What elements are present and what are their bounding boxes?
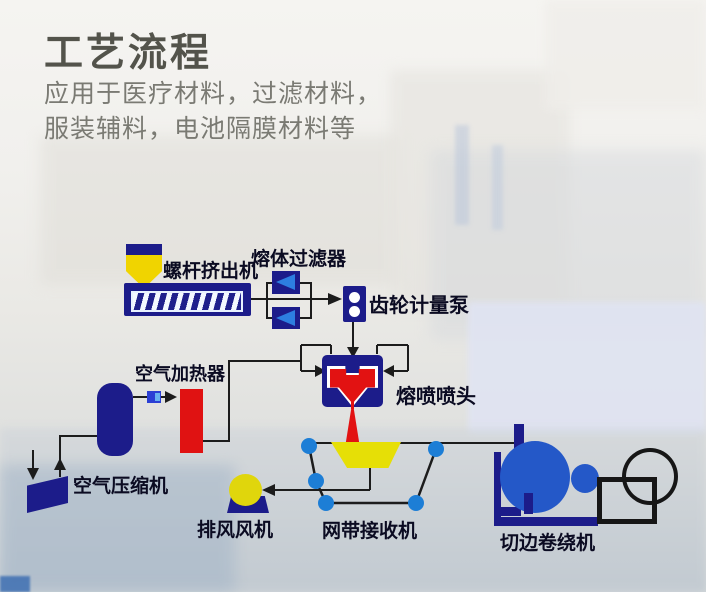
label-melt-filter: 熔体过滤器 (251, 249, 347, 270)
belt-roller (318, 495, 334, 511)
arrow-into-nozzle-left (315, 365, 326, 377)
arrow-up-to-tank (54, 458, 66, 470)
arrow-into-fan (262, 484, 275, 496)
label-spinneret: 熔喷喷头 (396, 386, 476, 408)
air-heater-body (180, 389, 203, 453)
extruder-screw-pattern (131, 291, 243, 312)
label-air-compressor: 空气压缩机 (73, 476, 169, 497)
arrow-into-nozzle-right (383, 365, 394, 377)
exhaust-fan-impeller (229, 474, 262, 506)
arrow-air-intake-down (27, 468, 39, 480)
winder-reel-outline (622, 448, 678, 505)
air-tank (97, 383, 133, 456)
label-extruder: 螺杆挤出机 (163, 261, 259, 282)
label-exhaust-fan: 排风风机 (197, 520, 274, 541)
label-belt-collector: 网带接收机 (322, 521, 418, 542)
winder-frame-base (494, 517, 598, 526)
page-title: 工艺流程 (44, 32, 213, 75)
gear-pump-gear (349, 306, 360, 317)
flow-arrowheads (27, 293, 394, 496)
winder-guide-bar (514, 424, 524, 455)
belt-roller (428, 441, 444, 457)
valve-indicator (155, 393, 160, 401)
arrow-into-nozzle-top (347, 347, 359, 358)
winder-roll-large (500, 441, 570, 513)
winder-roll-small (571, 464, 599, 493)
belt-roller (408, 495, 424, 511)
winder-frame-left (494, 452, 501, 525)
air-valve (147, 391, 161, 403)
filter-arrow-icon (276, 274, 295, 290)
page-subtitle-line1: 应用于医疗材料，过滤材料， (44, 80, 383, 108)
arrow-to-pump (328, 293, 342, 305)
belt-rollers (301, 438, 444, 511)
winder-support-bar (524, 493, 533, 514)
line-suction-to-fan (275, 467, 371, 491)
label-winder: 切边卷绕机 (500, 533, 596, 554)
belt-roller (308, 473, 324, 489)
winder-foot-bar (498, 507, 521, 516)
gear-pump-gear (349, 292, 360, 303)
page-subtitle-line2: 服装辅料，电池隔膜材料等 (44, 115, 357, 143)
melt-filter-box-bottom (272, 307, 300, 329)
melt-stream (351, 399, 354, 409)
line-heater-to-manifold (203, 360, 301, 442)
label-air-heater: 空气加热器 (135, 364, 225, 384)
label-gear-pump: 齿轮计量泵 (369, 295, 469, 317)
belt-roller (301, 438, 317, 454)
line-compressor-to-tank (59, 435, 100, 477)
arrow-to-heater (165, 391, 177, 403)
hopper-top-band (126, 244, 162, 255)
air-manifold-lines (300, 344, 409, 372)
filter-arrow-icon (276, 310, 295, 326)
melt-filter-box-top (272, 271, 300, 294)
gear-pump-body (343, 286, 366, 322)
